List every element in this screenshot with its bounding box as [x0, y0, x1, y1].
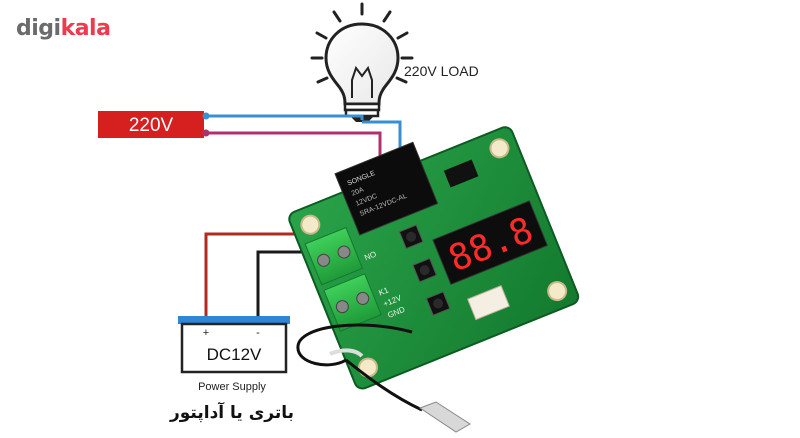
- bulb-filament: [351, 65, 373, 98]
- mount-hole: [489, 138, 510, 159]
- load-label: 220V LOAD: [404, 63, 479, 79]
- light-bulb-icon: [310, 2, 414, 122]
- digikala-logo: digikala: [16, 16, 111, 41]
- battery-voltage-label: DC12V: [207, 345, 262, 364]
- ic-chip: [443, 159, 479, 188]
- battery-icon: [178, 316, 290, 374]
- battery-plus-label: +: [203, 327, 209, 339]
- probe-cable: [296, 323, 413, 367]
- terminal-block-relay: [304, 226, 364, 286]
- wire-node-magenta: [202, 129, 210, 137]
- terminal-screw: [356, 291, 370, 305]
- mount-hole: [547, 281, 568, 302]
- voltage-source-label: 220V: [129, 115, 174, 136]
- sensor-connector: [467, 285, 510, 321]
- terminal-screw: [317, 253, 331, 267]
- logo-text-kala: kala: [60, 16, 111, 41]
- cable-tie: [329, 348, 364, 358]
- pin-label-k1: K1: [377, 285, 390, 297]
- thermostat-board: SONGLE 20A 12VDC SRA-12VDC-AL GND +12V K…: [288, 126, 580, 390]
- terminal-block-power: [323, 273, 382, 332]
- wire-blue-neutral: [206, 114, 364, 120]
- board-buttons: [398, 224, 451, 316]
- probe-cable: [345, 358, 423, 412]
- pin-label-no: NO: [363, 250, 377, 263]
- persian-caption: باتری یا آداپتور: [169, 401, 294, 423]
- terminal-housing: [323, 273, 382, 332]
- relay-rating: 20A: [351, 186, 365, 197]
- probe-tip: [418, 401, 471, 433]
- terminal-screw: [335, 300, 349, 314]
- temperature-probe: [296, 323, 471, 433]
- bulb-glass: [324, 22, 400, 106]
- power-supply-label: Power Supply: [198, 381, 266, 393]
- battery-minus-label: -: [256, 327, 260, 339]
- terminal-screw: [337, 245, 351, 259]
- bulb-rays: [310, 2, 414, 84]
- mount-hole: [300, 214, 321, 235]
- battery-body: [180, 322, 288, 374]
- push-button-cap: [433, 298, 444, 309]
- logo-text-digi: digi: [16, 16, 61, 41]
- push-button-cap: [419, 265, 430, 276]
- push-button-cap: [406, 231, 417, 242]
- battery-top-strip: [178, 316, 290, 324]
- voltage-source-box: [98, 111, 204, 138]
- terminal-housing: [304, 226, 364, 286]
- relay-block: [334, 141, 439, 236]
- wire-node-blue: [202, 112, 210, 120]
- led-display: [432, 200, 548, 286]
